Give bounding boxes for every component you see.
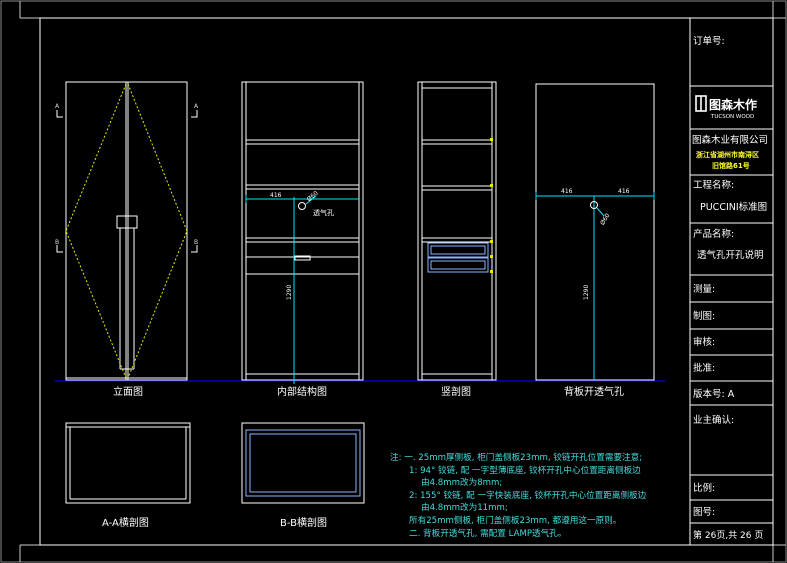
caption-elevation: 立面图	[113, 385, 143, 398]
product-label: 产品名称:	[693, 228, 734, 240]
internal-dia-dim: Ø60	[306, 190, 320, 203]
note-line-4: 2: 155° 铰链, 配 一字快装底座, 铰杯开孔中心位置距离侧板边	[409, 489, 647, 501]
approve-label: 批准:	[693, 362, 715, 374]
caption-internal: 内部结构图	[277, 385, 327, 398]
logo-sub: TUCSON WOOD	[710, 114, 754, 120]
section-drawers	[427, 242, 489, 273]
product-value: 透气孔开孔说明	[697, 249, 764, 261]
back-dia-dim: Ø60	[599, 212, 611, 226]
marker-b-left: B	[55, 239, 59, 246]
company-name: 图森木业有限公司	[692, 134, 768, 146]
logo: 图森木作 TUCSON WOOD	[695, 95, 757, 120]
back-panel-view	[535, 83, 655, 381]
address-line-1: 浙江省湖州市南浔区	[696, 150, 759, 159]
measure-label: 测量:	[693, 284, 715, 295]
elevation-view	[65, 81, 188, 381]
vent-label: 透气孔	[313, 208, 334, 217]
marker-a-left: A	[55, 103, 60, 110]
internal-width-dim: 416	[270, 192, 282, 199]
order-no-label: 订单号:	[693, 35, 725, 47]
caption-section: 竖剖图	[441, 385, 471, 398]
page-label: 第 26页,共 26 页	[693, 529, 763, 541]
back-height-dim: 1290	[583, 285, 590, 300]
scale-label: 比例:	[693, 482, 715, 494]
section-shelf-ticks	[490, 138, 493, 273]
section-view	[417, 81, 497, 381]
project-value: PUCCINI标准图	[700, 201, 767, 213]
section-markers	[56, 110, 198, 253]
internal-height-dim: 1290	[286, 285, 293, 300]
version-label: 版本号: A	[693, 388, 735, 400]
internal-dimensions	[245, 195, 359, 384]
caption-bb: B-B横剖图	[280, 516, 327, 529]
note-line-3: 由4.8mm改为8mm;	[421, 476, 502, 488]
draw-label: 制图:	[693, 310, 715, 322]
note-line-2: 1: 94° 铰链, 配 一字型薄底座, 铰杯开孔中心位置距离侧板边	[409, 464, 641, 476]
review-label: 审核:	[693, 336, 715, 348]
note-line-7: 二. 背板开透气孔, 需配置 LAMP透气孔。	[409, 527, 566, 539]
marker-a-right: A	[194, 103, 199, 110]
notes: 注: 一. 25mm厚侧板, 柜门盖侧板23mm, 铰链开孔位置需要注意; 1:…	[390, 451, 647, 539]
drawing-no-label: 图号:	[693, 507, 715, 518]
caption-back-panel: 背板开透气孔	[564, 385, 624, 398]
address-line-2: 旧馆路61号	[712, 161, 750, 170]
marker-b-right: B	[194, 239, 198, 246]
note-line-6: 所有25mm侧板, 柜门盖侧板23mm, 都遵用这一原则。	[409, 514, 621, 526]
back-panel-dimensions	[535, 192, 655, 380]
aa-section-view	[65, 422, 191, 504]
drawing-frame	[39, 17, 774, 546]
title-block	[689, 18, 773, 545]
back-width-right-dim: 416	[618, 188, 630, 195]
bb-section-view	[241, 422, 365, 504]
internal-view	[241, 81, 364, 381]
note-line-1: 注: 一. 25mm厚侧板, 柜门盖侧板23mm, 铰链开孔位置需要注意;	[390, 451, 642, 463]
owner-label: 业主确认:	[693, 414, 734, 426]
back-width-left-dim: 416	[561, 188, 573, 195]
caption-aa: A-A横剖图	[102, 516, 149, 529]
logo-text: 图森木作	[709, 97, 757, 112]
note-line-5: 由4.8mm改为11mm;	[421, 501, 508, 513]
project-label: 工程名称:	[693, 179, 734, 191]
